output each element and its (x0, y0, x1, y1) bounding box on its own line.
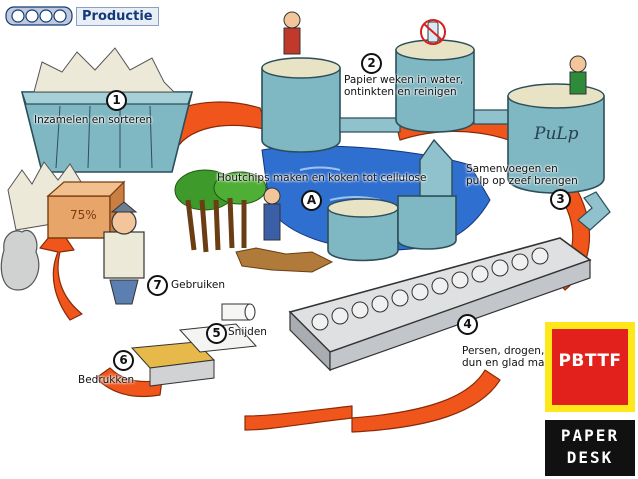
step-a-badge: A (301, 190, 322, 211)
pbttf-logo: PBTTF (545, 322, 635, 412)
paperdesk-logo-line2: DESK (566, 448, 614, 467)
step-2-badge: 2 (361, 53, 382, 74)
pulp-tank-lettering: PuLp (534, 124, 579, 144)
step-5-badge: 5 (206, 323, 227, 344)
step-1-badge: 1 (106, 90, 127, 111)
step-7-label: Gebruiken (171, 279, 225, 291)
step-4-label-line2: dun en glad maken (462, 357, 564, 369)
no-bottle-icon (420, 19, 446, 45)
step-6-badge: 6 (113, 350, 134, 371)
paperdesk-logo: PAPER DESK (545, 420, 635, 476)
paper-pile (7, 161, 126, 240)
step-a-label: Houtchips maken en koken tot cellulose (217, 172, 427, 184)
paperdesk-logo-line1: PAPER (560, 426, 620, 445)
step-6-label: Bedrukken (78, 374, 135, 386)
pbttf-logo-text: PBTTF (558, 351, 622, 371)
step-2-label-line2: ontinkten en reinigen (344, 86, 457, 98)
step-4-badge: 4 (457, 314, 478, 335)
forest (174, 169, 334, 273)
trash-bag (0, 229, 40, 291)
step-2-label-line1: Papier weken in water, (344, 74, 464, 86)
step-5-label: Snijden (228, 326, 267, 338)
header: Productie (74, 4, 159, 28)
box-percentage: 75% (70, 208, 97, 222)
pipe (577, 191, 611, 231)
paper-rolls (221, 303, 256, 321)
reader-figure (103, 201, 145, 305)
collection-container (20, 47, 194, 173)
step-4-label-line1: Persen, drogen, (462, 345, 545, 357)
step-7-badge: 7 (147, 275, 168, 296)
pbttf-logo-inner: PBTTF (552, 329, 628, 405)
step-1-label: Inzamelen en sorteren (34, 114, 153, 126)
step-3-badge: 3 (550, 189, 571, 210)
page-title: Productie (76, 6, 159, 26)
washing-tank (261, 57, 401, 153)
cellulose-tank (327, 138, 457, 262)
step-3-label-line2: pulp op zeef brengen (466, 175, 578, 187)
paper-machine (288, 237, 592, 372)
step-3-label-line1: Samenvoegen en (466, 163, 558, 175)
printed-stack (130, 323, 258, 387)
workers (263, 11, 587, 241)
film-reel-icon (5, 6, 73, 26)
